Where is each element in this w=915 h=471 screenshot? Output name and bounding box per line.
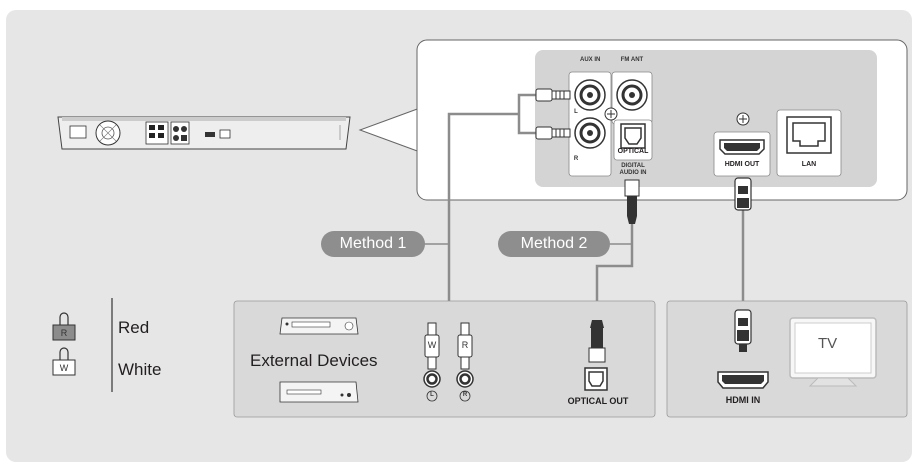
fm-ant-label: FM ANT (620, 57, 644, 63)
optical-port-icon (584, 367, 608, 391)
rca-plug-icon (424, 322, 440, 370)
aux-left-label: L (574, 109, 578, 115)
jack-l-letter: L (430, 392, 434, 398)
optical-out-label: OPTICAL OUT (567, 396, 629, 406)
optical-port-icon (613, 119, 653, 161)
fm-antenna-jack (611, 71, 653, 125)
rca-plug-icon (535, 88, 571, 102)
rca-jack-icon (423, 370, 474, 402)
optical-plug-icon (624, 179, 640, 224)
external-devices-label: External Devices (250, 351, 378, 370)
aux-in-jacks (568, 71, 612, 177)
dvd-player-icon (279, 381, 359, 403)
lan-port-icon (776, 109, 842, 177)
jack-r-letter: R (462, 392, 468, 398)
rca-plug-icon (52, 312, 76, 341)
optical-label: OPTICAL (617, 148, 649, 155)
rca-plug-icon (52, 347, 76, 376)
lan-label: LAN (801, 161, 817, 168)
legend (52, 298, 113, 392)
legend-white-label: White (118, 360, 162, 379)
legend-white-letter: W (59, 363, 69, 373)
plug-r-letter: R (461, 340, 469, 350)
hdmi-in-label: HDMI IN (725, 395, 761, 405)
hdmi-out-label: HDMI OUT (724, 161, 760, 168)
legend-red-label: Red (118, 318, 150, 337)
hdmi-plug-icon (734, 309, 752, 352)
digital-audio-in-label: DIGITAL AUDIO IN (619, 163, 647, 176)
home-theater-unit-icon (57, 116, 351, 150)
tv-icon (789, 317, 877, 387)
aux-in-label: AUX IN (580, 57, 601, 63)
rca-plug-icon (535, 126, 571, 140)
rca-plug-icon (457, 322, 473, 370)
hdmi-port-icon (713, 112, 771, 177)
dvd-player-icon (279, 317, 359, 335)
legend-red-letter: R (60, 328, 68, 338)
plug-w-letter: W (427, 340, 437, 350)
aux-right-label: R (573, 156, 579, 162)
hdmi-plug-icon (734, 177, 752, 211)
method-2-badge: Method 2 (498, 231, 610, 257)
optical-plug-icon (588, 320, 606, 363)
method-1-badge: Method 1 (321, 231, 425, 257)
hdmi-port-icon (717, 371, 769, 389)
tv-label: TV (818, 335, 838, 352)
ground-icon (604, 107, 618, 121)
